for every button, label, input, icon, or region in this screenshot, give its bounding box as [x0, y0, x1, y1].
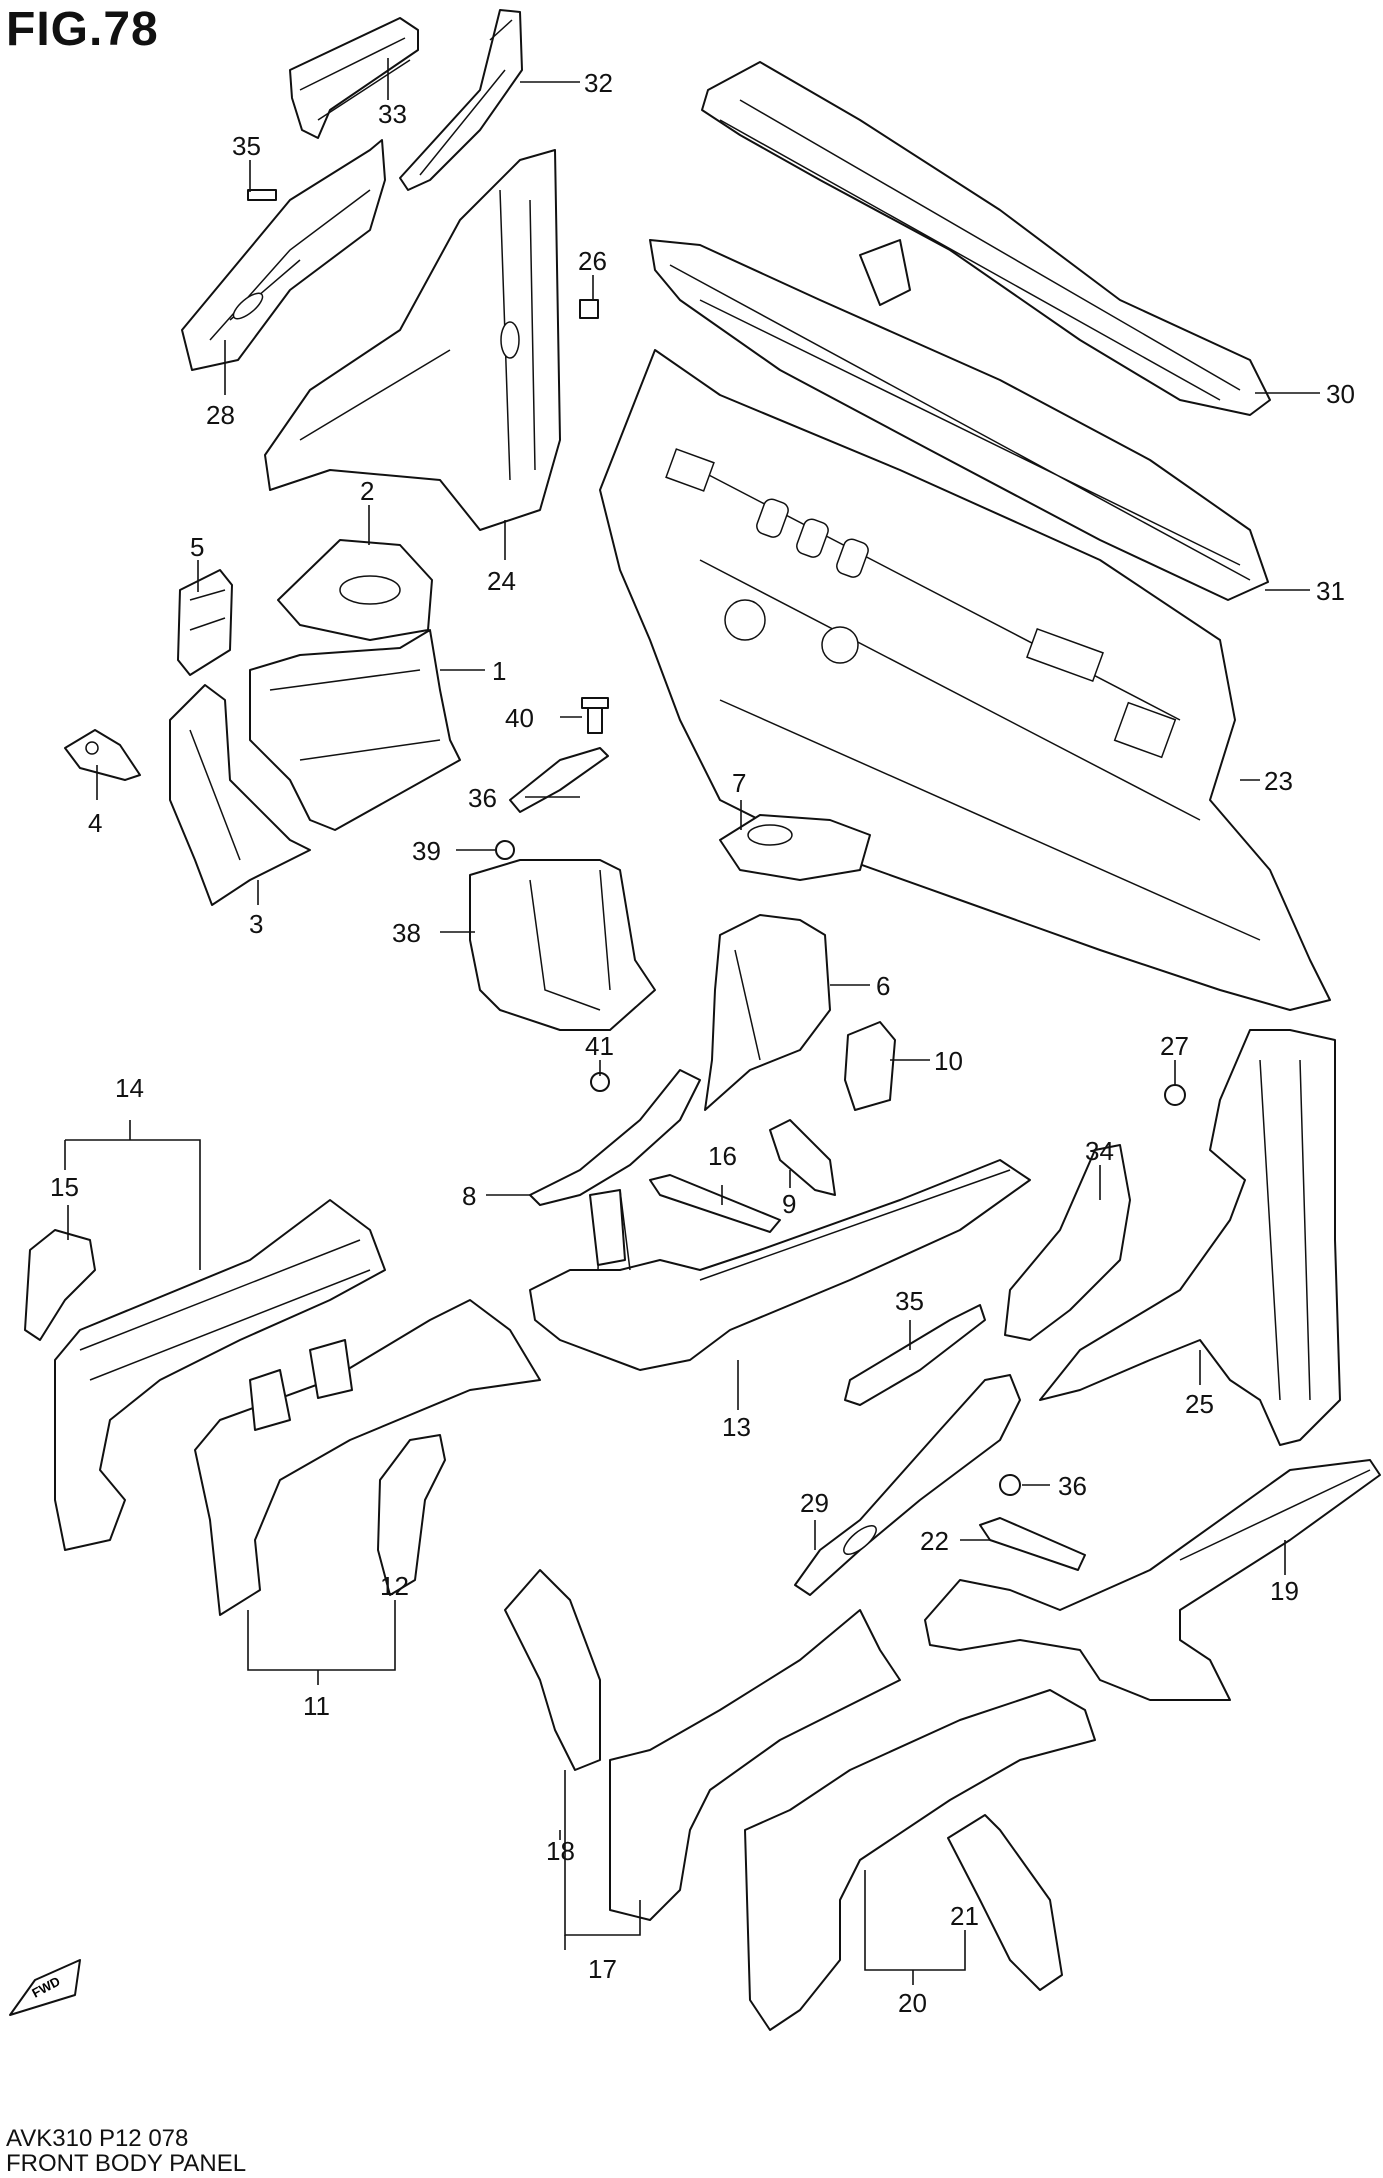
callout-21: 21: [950, 1901, 979, 1931]
part-27-bolt: [1164, 1084, 1186, 1106]
part-34-bracket: [1004, 1144, 1131, 1341]
callout-1: 1: [492, 656, 506, 686]
part-8-member: [529, 1069, 701, 1206]
part-14-side-member: [54, 1199, 386, 1551]
part-24-apron: [264, 149, 561, 531]
part-18-bracket: [504, 1569, 601, 1771]
part-37-harness: [509, 747, 609, 813]
leader-lines: [64, 58, 1320, 1985]
callout-37: 36: [468, 783, 497, 813]
callout-11: 11: [303, 1691, 330, 1721]
part-11-side-member: [194, 1299, 541, 1616]
callout-31: 31: [1316, 576, 1345, 606]
callout-29: 29: [800, 1488, 829, 1518]
part-40-bolt: [581, 697, 609, 734]
callout-3: 3: [249, 909, 263, 939]
callout-20: 20: [898, 1988, 927, 2018]
callout-7: 7: [732, 768, 746, 798]
callout-26: 26: [578, 246, 607, 276]
part-7-strut-tower-top: [719, 814, 871, 881]
part-9-bracket: [769, 1119, 836, 1196]
callout-32: 32: [584, 68, 613, 98]
part-20-side-member: [744, 1689, 1096, 2031]
callout-4: 4: [88, 808, 102, 838]
callout-35: 35: [895, 1286, 924, 1316]
callout-13: 13: [722, 1412, 751, 1442]
callout-40: 40: [505, 703, 534, 733]
callout-18: 18: [546, 1836, 575, 1866]
part-38-battery-tray: [469, 859, 656, 1031]
callout-38: 38: [392, 918, 421, 948]
figure-code: AVK310 P12 078: [6, 2125, 189, 2152]
part-4-bracket: [64, 729, 141, 781]
part-16-strip: [649, 1174, 781, 1233]
part-23-dash-panel: [599, 349, 1331, 1011]
callout-6: 6: [876, 971, 890, 1001]
part-13-side-member: [529, 1159, 1031, 1371]
part-17-side-member: [609, 1609, 901, 1921]
callout-36-upper: 35: [232, 131, 261, 161]
callout-12: 12: [380, 1571, 409, 1601]
callout-2: 2: [360, 476, 374, 506]
part-30-crossmember: [701, 61, 1271, 416]
callout-41: 41: [585, 1031, 614, 1061]
part-21-bracket: [947, 1814, 1063, 1991]
callout-22: 22: [920, 1526, 949, 1556]
part-36-bolt-lower: [999, 1474, 1021, 1496]
callout-28: 28: [206, 400, 235, 430]
part-1-wheel-house: [249, 629, 461, 831]
part-5-bracket: [177, 569, 233, 676]
callout-36-lower: 36: [1058, 1471, 1087, 1501]
part-25-apron: [1039, 1029, 1341, 1446]
part-33-bracket: [289, 17, 419, 139]
callout-16: 16: [708, 1141, 737, 1171]
part-15-bracket: [24, 1229, 96, 1341]
part-2-strut-tower-top: [277, 539, 433, 641]
callout-23: 23: [1264, 766, 1293, 796]
callout-39: 39: [412, 836, 441, 866]
fwd-arrow-icon: FWD: [9, 1959, 81, 2016]
callout-34: 34: [1085, 1136, 1114, 1166]
part-10-bracket: [844, 1021, 896, 1111]
callout-10: 10: [934, 1046, 963, 1076]
callout-labels: 33 32 35 28 26 24 30 31 23 2 5 1 4 3 40 …: [50, 68, 1355, 2018]
part-31-cowl: [649, 239, 1269, 601]
callout-17: 17: [588, 1954, 617, 1984]
figure-caption: FRONT BODY PANEL: [6, 2150, 247, 2177]
figure-title: FIG.78: [6, 3, 159, 56]
callout-19: 19: [1270, 1576, 1299, 1606]
callout-30: 30: [1326, 379, 1355, 409]
part-29-apron: [794, 1374, 1021, 1596]
callout-5: 5: [190, 532, 204, 562]
callout-9: 9: [782, 1189, 796, 1219]
callout-27: 27: [1160, 1031, 1189, 1061]
part-19-side-member: [924, 1459, 1381, 1701]
part-36-bolt-upper: [247, 189, 277, 201]
part-39-clip: [495, 840, 515, 860]
callout-15: 15: [50, 1172, 79, 1202]
part-26-bolt: [579, 299, 599, 319]
part-3-panel: [169, 684, 311, 906]
part-35-strip: [844, 1304, 986, 1406]
part-12-bracket: [377, 1434, 446, 1596]
callout-8: 8: [462, 1181, 476, 1211]
callout-33: 33: [378, 99, 407, 129]
part-6-wheel-house: [704, 914, 831, 1111]
part-32-brace: [399, 9, 523, 191]
callout-14: 14: [115, 1073, 144, 1103]
callout-24: 24: [487, 566, 516, 596]
part-22-strip: [979, 1517, 1086, 1571]
callout-25: 25: [1185, 1389, 1214, 1419]
part-28-panel: [181, 139, 386, 371]
